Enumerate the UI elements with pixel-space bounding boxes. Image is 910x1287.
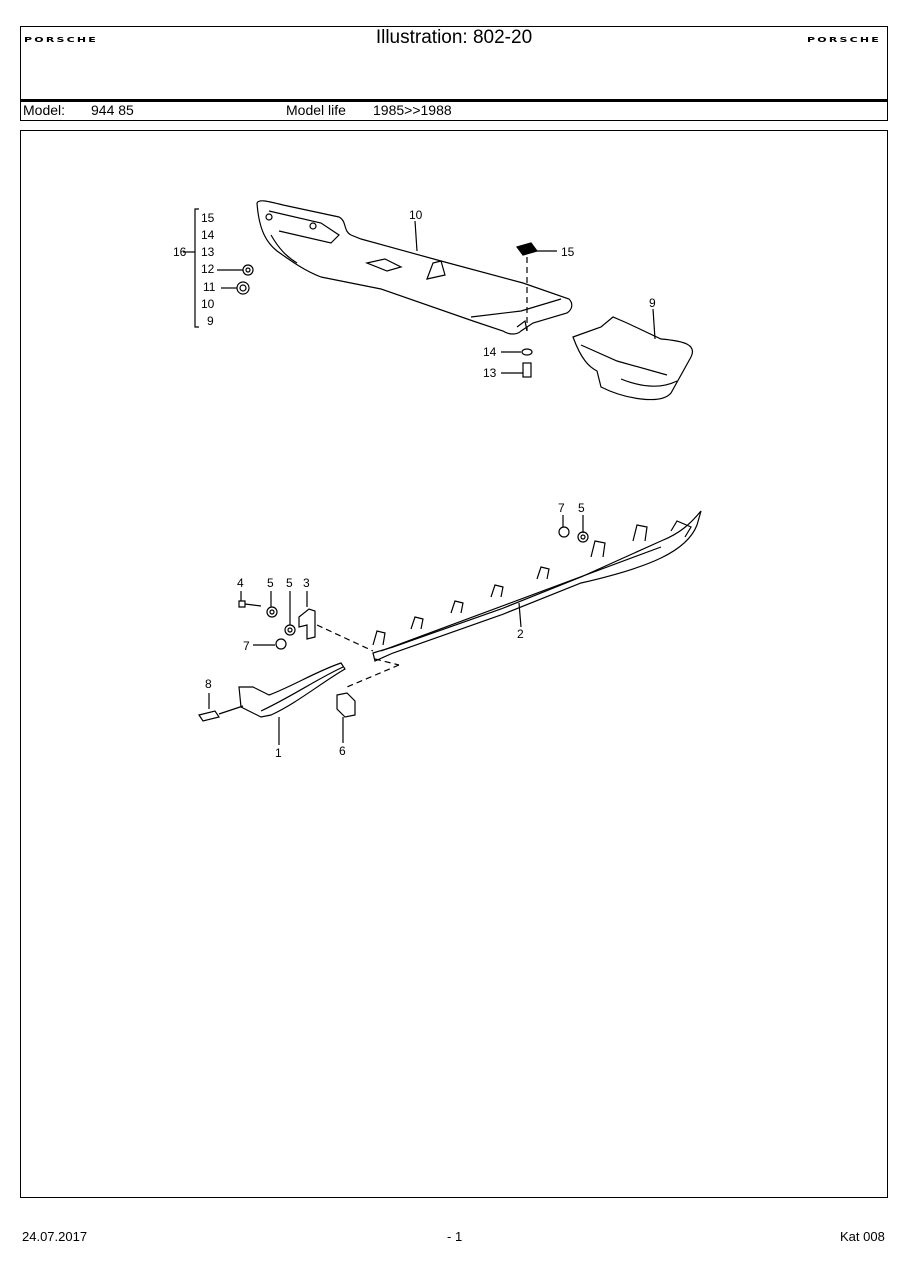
callout-label: 7 bbox=[558, 501, 565, 515]
model-life-label: Model life bbox=[286, 102, 346, 118]
footer-page: - 1 bbox=[447, 1229, 463, 1244]
header-divider bbox=[21, 99, 887, 102]
illustration-title: Illustration: 802-20 bbox=[375, 27, 533, 48]
callout-label: 5 bbox=[267, 576, 274, 590]
callout-label: 15 bbox=[561, 245, 575, 259]
callout-label: 14 bbox=[201, 228, 215, 242]
callout-label: 1 bbox=[275, 746, 282, 760]
model-life-value: 1985>>1988 bbox=[373, 102, 452, 118]
callout-label: 6 bbox=[339, 744, 346, 758]
callout-label: 2 bbox=[517, 627, 524, 641]
callout-label: 9 bbox=[207, 314, 214, 328]
callout-label: 13 bbox=[483, 366, 497, 380]
model-label: Model: bbox=[23, 102, 66, 118]
footer-date: 24.07.2017 bbox=[22, 1229, 88, 1244]
porsche-logo-left: PORSCHE bbox=[24, 36, 98, 44]
callout-label: 10 bbox=[201, 297, 215, 311]
header-box: PORSCHE Illustration: 802-20 PORSCHE Mod… bbox=[20, 26, 888, 121]
callout-label: 5 bbox=[578, 501, 585, 515]
callout-label: 10 bbox=[409, 208, 423, 222]
callout-label: 8 bbox=[205, 677, 212, 691]
callout-label: 9 bbox=[649, 296, 656, 310]
model-value: 944 85 bbox=[91, 102, 134, 118]
callout-label: 15 bbox=[201, 211, 215, 225]
callout-label: 11 bbox=[203, 280, 216, 294]
callout-label: 12 bbox=[201, 262, 215, 276]
callout-label: 5 bbox=[286, 576, 293, 590]
porsche-logo-right: PORSCHE bbox=[807, 36, 881, 44]
callout-label: 4 bbox=[237, 576, 244, 590]
callout-label: 7 bbox=[243, 639, 250, 653]
model-row: Model: 944 85 Model life 1985>>1988 bbox=[21, 102, 887, 122]
callout-label: 3 bbox=[303, 576, 310, 590]
footer-catalog: Kat 008 bbox=[840, 1229, 885, 1244]
callout-label: 16 bbox=[173, 245, 187, 259]
parts-diagram: 15 14 13 12 11 10 9 16 10 15 14 bbox=[173, 200, 702, 760]
illustration-frame: 15 14 13 12 11 10 9 16 10 15 14 bbox=[20, 130, 888, 1198]
callout-label: 13 bbox=[201, 245, 215, 259]
callout-label: 14 bbox=[483, 345, 497, 359]
